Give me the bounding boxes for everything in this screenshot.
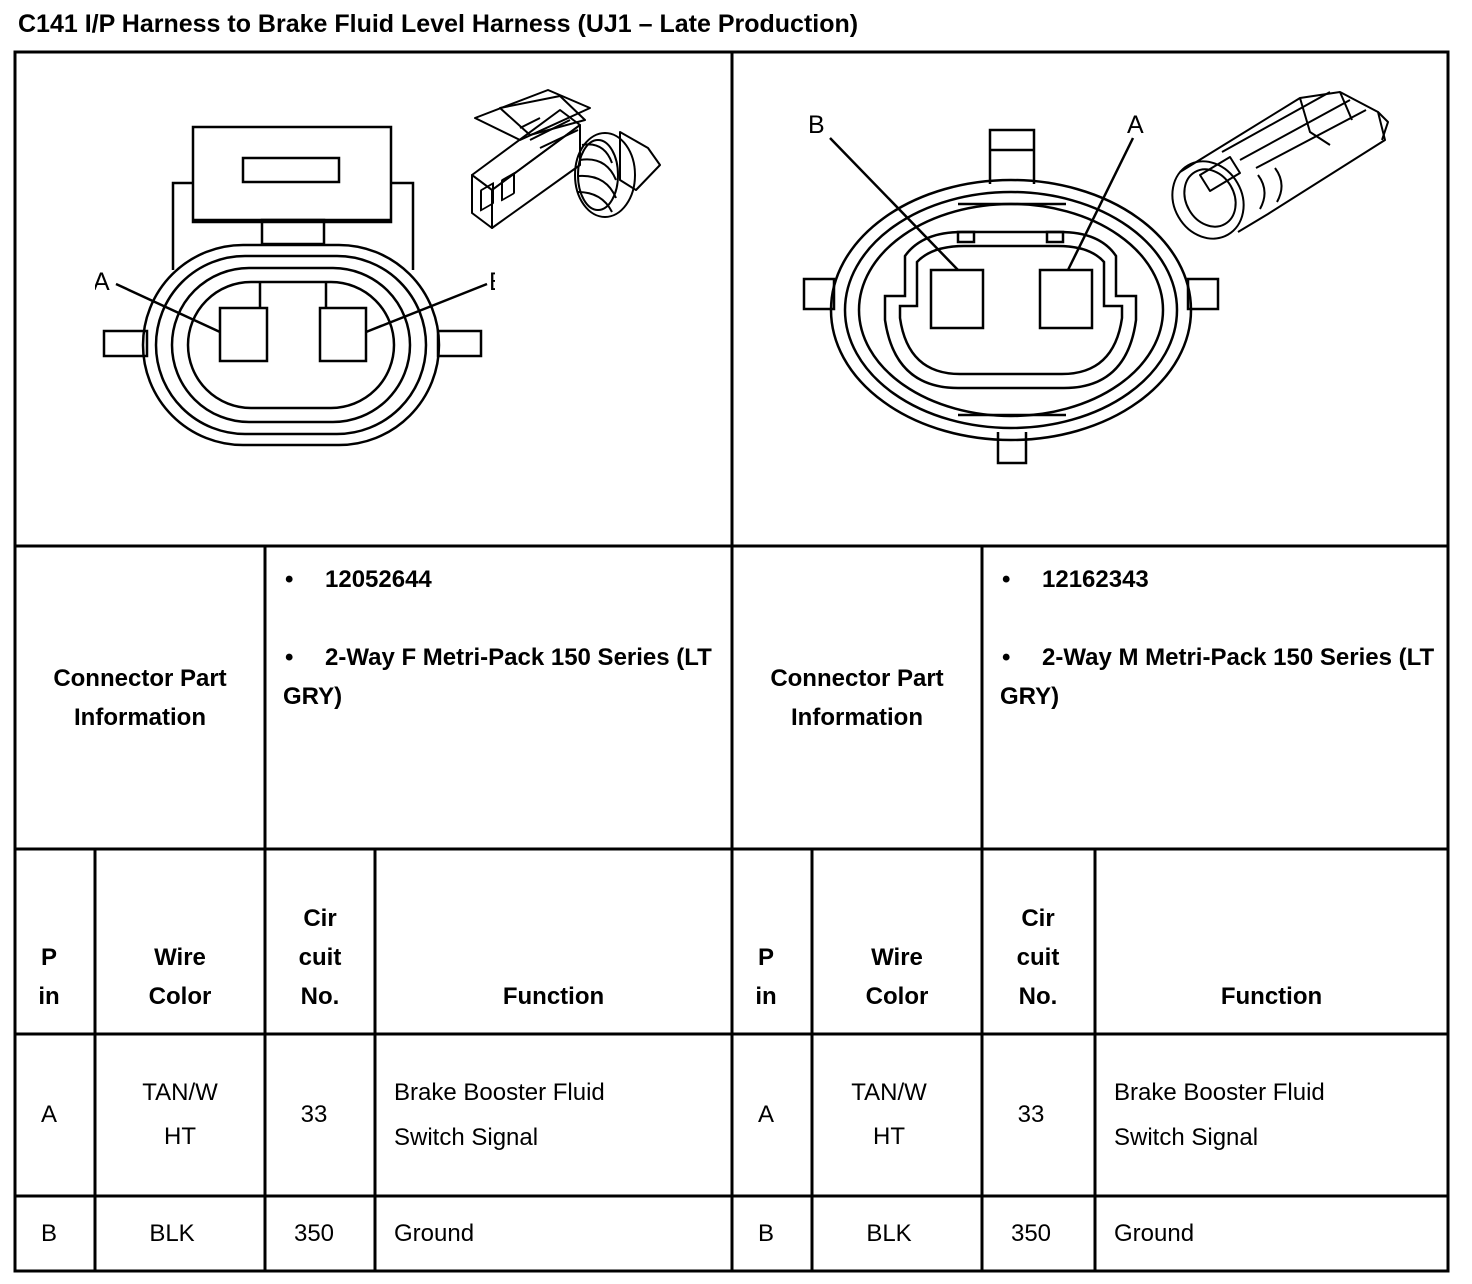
table-row-a-pin: A: [757, 1101, 774, 1128]
pin-a-label: A: [1127, 111, 1144, 139]
connector-part-info: •12162343 •2-Way M Metri-Pack 150 Series…: [984, 548, 1446, 847]
part-number-item: •12162343: [1002, 566, 1149, 593]
table-row-a-wire: TAN/W HT: [142, 1079, 218, 1150]
header-circuit-no: Cir cuit No.: [298, 905, 342, 1010]
table-row-a-function: Brake Booster Fluid Switch Signal: [394, 1079, 605, 1151]
female-connector-3d-drawing: [471, 89, 661, 229]
table-row-a-circuit: 33: [1017, 1101, 1045, 1128]
part-desc-item: •2-Way F Metri-Pack 150 Series (LT GRY): [283, 644, 712, 710]
header-function: Function: [502, 983, 605, 1010]
table-row-b-pin: B: [40, 1219, 57, 1247]
part-desc-item: •2-Way M Metri-Pack 150 Series (LT GRY): [1000, 644, 1435, 710]
part-description: 2-Way F Metri-Pack 150 Series (LT GRY): [283, 644, 712, 710]
header-pin: P in: [755, 944, 777, 1010]
table-row-b-pin: B: [757, 1219, 774, 1247]
table-row-b-wire: BLK: [149, 1219, 195, 1247]
table-row-b-circuit: 350: [293, 1219, 335, 1247]
part-description: 2-Way M Metri-Pack 150 Series (LT GRY): [1000, 644, 1435, 710]
connector-part-info: •12052644 •2-Way F Metri-Pack 150 Series…: [267, 548, 730, 847]
part-number: 12052644: [325, 566, 432, 593]
part-number-item: •12052644: [285, 566, 432, 593]
part-number: 12162343: [1042, 566, 1149, 593]
pin-b-label: B: [489, 268, 495, 296]
table-row-a-pin: A: [40, 1101, 57, 1128]
table-row-b-wire: BLK: [866, 1219, 912, 1247]
header-circuit-no: Cir cuit No.: [1016, 905, 1060, 1010]
connector-part-info-label: Connector Part Information: [53, 664, 227, 731]
male-connector-3d-drawing: [1171, 91, 1389, 240]
header-function: Function: [1220, 983, 1323, 1010]
pin-a-label: A: [95, 268, 110, 296]
table-row-b-circuit: 350: [1010, 1219, 1052, 1247]
table-row-a-circuit: 33: [300, 1101, 328, 1128]
page-title: C141 I/P Harness to Brake Fluid Level Ha…: [18, 10, 859, 38]
header-wire-color: Wire Color: [865, 944, 929, 1010]
female-connector-face-drawing: A B: [95, 125, 495, 447]
pin-b-label: B: [808, 111, 825, 139]
header-wire-color: Wire Color: [148, 944, 212, 1010]
table-row-a-wire: TAN/W HT: [851, 1079, 927, 1150]
connector-part-info-label: Connector Part Information: [770, 664, 944, 731]
male-connector-face-drawing: B A: [802, 111, 1220, 465]
table-row-b-function: Ground: [1114, 1220, 1195, 1247]
header-pin: P in: [38, 944, 60, 1010]
table-row-b-function: Ground: [394, 1220, 475, 1247]
table-row-a-function: Brake Booster Fluid Switch Signal: [1114, 1079, 1325, 1151]
